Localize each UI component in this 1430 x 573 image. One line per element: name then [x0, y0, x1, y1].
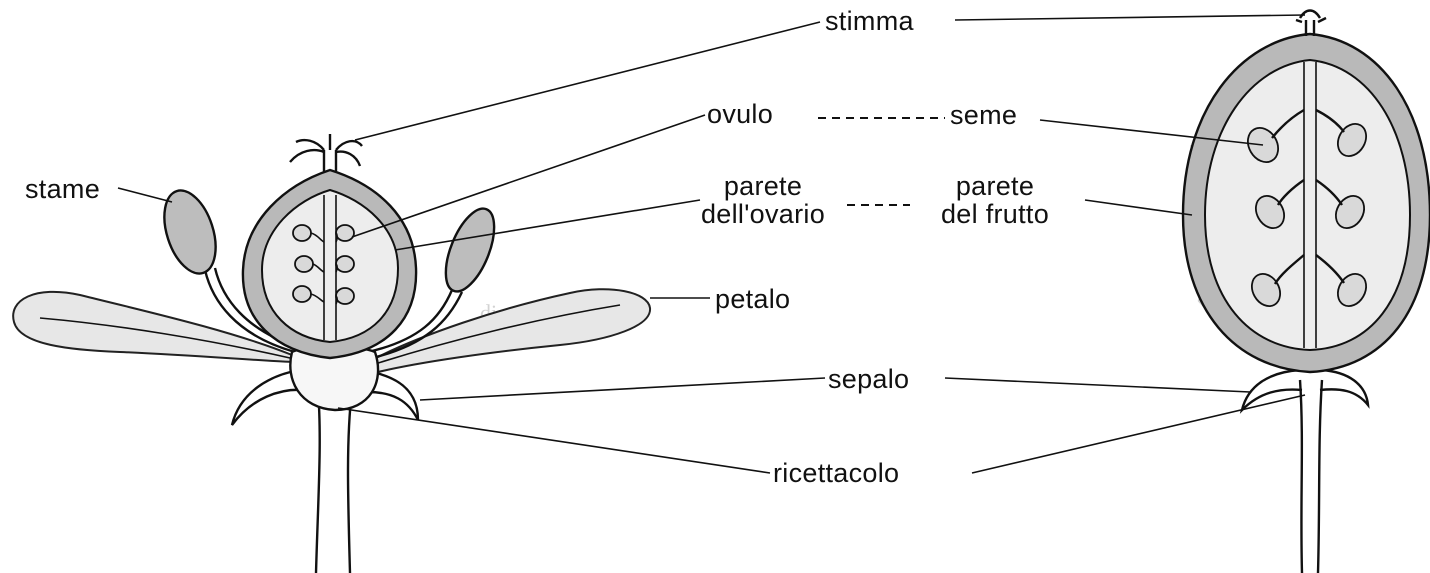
label-parete-frutto: parete del frutto [910, 172, 1080, 229]
label-parete-ovario-line2: dell'ovario [678, 200, 848, 228]
label-parete-ovario-line1: parete [678, 172, 848, 200]
anther-left [155, 184, 225, 280]
label-ricettacolo: ricettacolo [773, 460, 899, 487]
anther-right [436, 202, 504, 298]
label-seme: seme [950, 102, 1017, 129]
flower-stalk [316, 390, 320, 573]
leader-parete-frutto [1085, 200, 1192, 215]
label-ovulo: ovulo [707, 101, 773, 128]
label-parete-frutto-line1: parete [910, 172, 1080, 200]
leader-stame [118, 188, 172, 202]
label-stame: stame [25, 176, 100, 203]
leader-stimma-fruit [955, 15, 1305, 20]
leader-ovulo [352, 115, 705, 237]
style [324, 150, 336, 172]
stigma [290, 134, 362, 166]
label-petalo: petalo [715, 286, 790, 313]
fruit-sepal-left [1242, 370, 1302, 410]
leader-ricettacolo-fruit [972, 395, 1305, 473]
fruit-drawing [1183, 11, 1430, 573]
leader-sepalo-flower [420, 378, 825, 400]
label-sepalo: sepalo [828, 366, 909, 393]
label-parete-frutto-line2: del frutto [910, 200, 1080, 228]
leader-sepalo-fruit [945, 378, 1250, 392]
label-stimma: stimma [825, 8, 914, 35]
label-parete-ovario: parete dell'ovario [678, 172, 848, 229]
fruit-stalk [1300, 380, 1302, 573]
leader-ricettacolo-flower [338, 408, 770, 473]
fruit-sepal-right [1320, 370, 1368, 405]
leader-parete-ovario [395, 200, 700, 250]
flower-drawing [13, 134, 650, 573]
